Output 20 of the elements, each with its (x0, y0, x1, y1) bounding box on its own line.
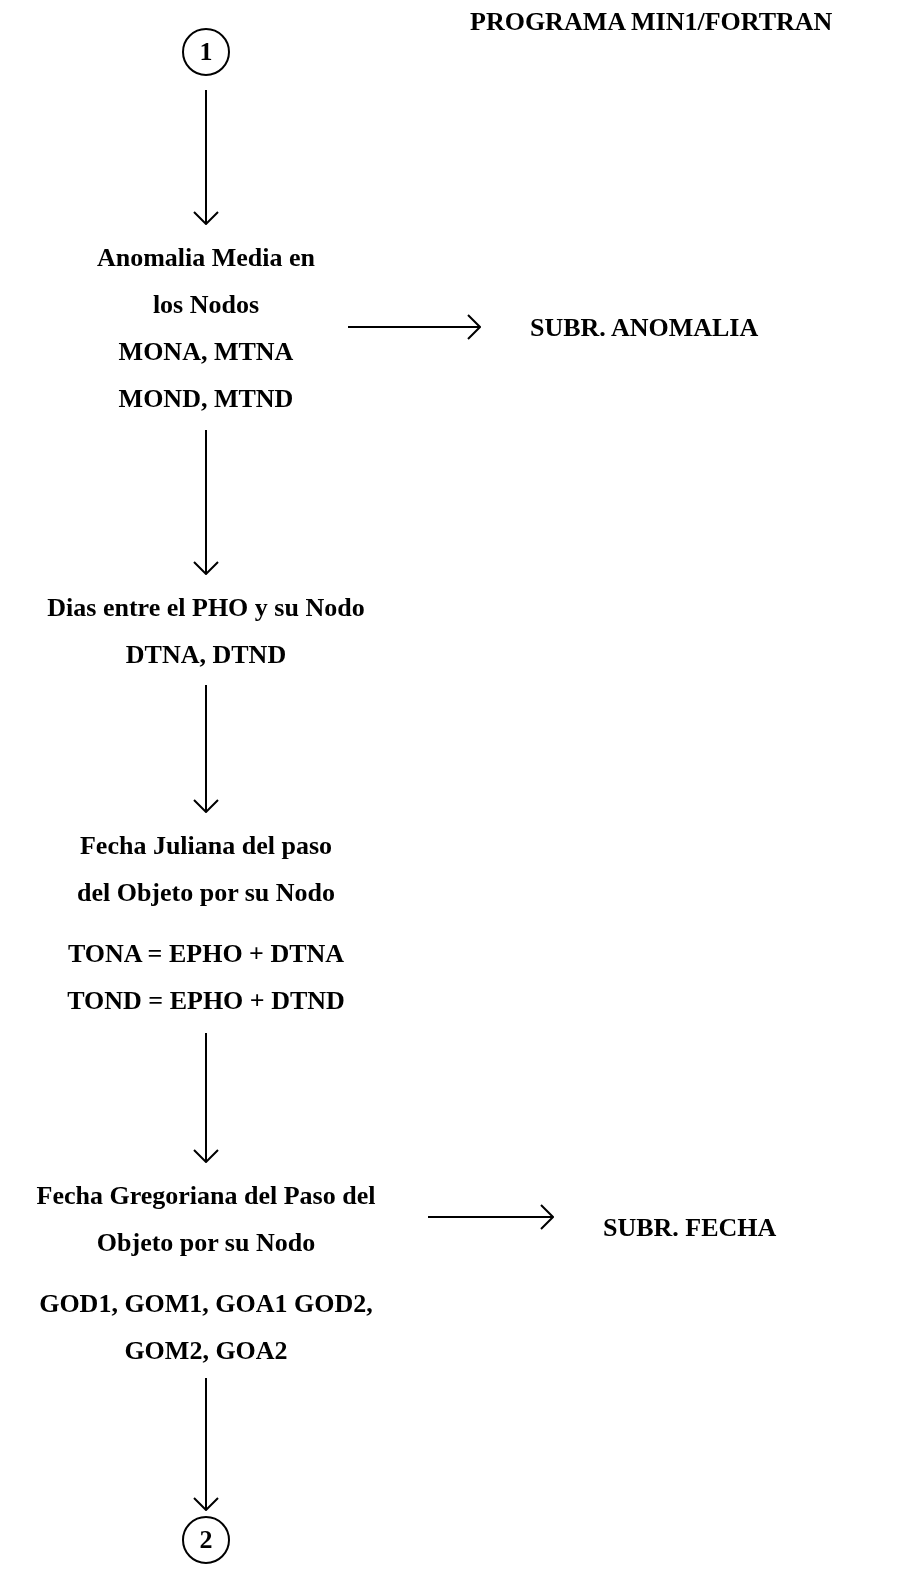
connector-circle: 1 (182, 28, 230, 76)
step-variables: DTNA, DTND (124, 639, 288, 671)
step-heading: SUBR. ANOMALIA (530, 312, 760, 344)
step-variables: TONA = EPHO + DTNA TOND = EPHO + DTND (66, 938, 346, 1017)
diagram-title: PROGRAMA MIN1/FORTRAN (470, 6, 833, 38)
step-heading: Anomalia Media en los Nodos (95, 242, 317, 321)
step-variables: GOD1, GOM1, GOA1 GOD2, GOM2, GOA2 (38, 1288, 374, 1367)
arrow (193, 429, 219, 575)
connector-circle: 2 (182, 1516, 230, 1564)
step-heading: Fecha Juliana del paso del Objeto por su Nodo (75, 830, 337, 909)
step-variables: MONA, MTNA MOND, MTND (117, 336, 295, 415)
step-heading: Fecha Gregoriana del Paso del Objeto por su Nodo (35, 1180, 377, 1259)
arrow (193, 89, 219, 225)
arrow (347, 314, 481, 340)
step-heading: SUBR. FECHA (603, 1212, 778, 1244)
arrow (193, 684, 219, 813)
arrow (427, 1204, 554, 1230)
step-heading: Dias entre el PHO y su Nodo (46, 592, 366, 624)
arrow (193, 1377, 219, 1511)
arrow (193, 1032, 219, 1163)
